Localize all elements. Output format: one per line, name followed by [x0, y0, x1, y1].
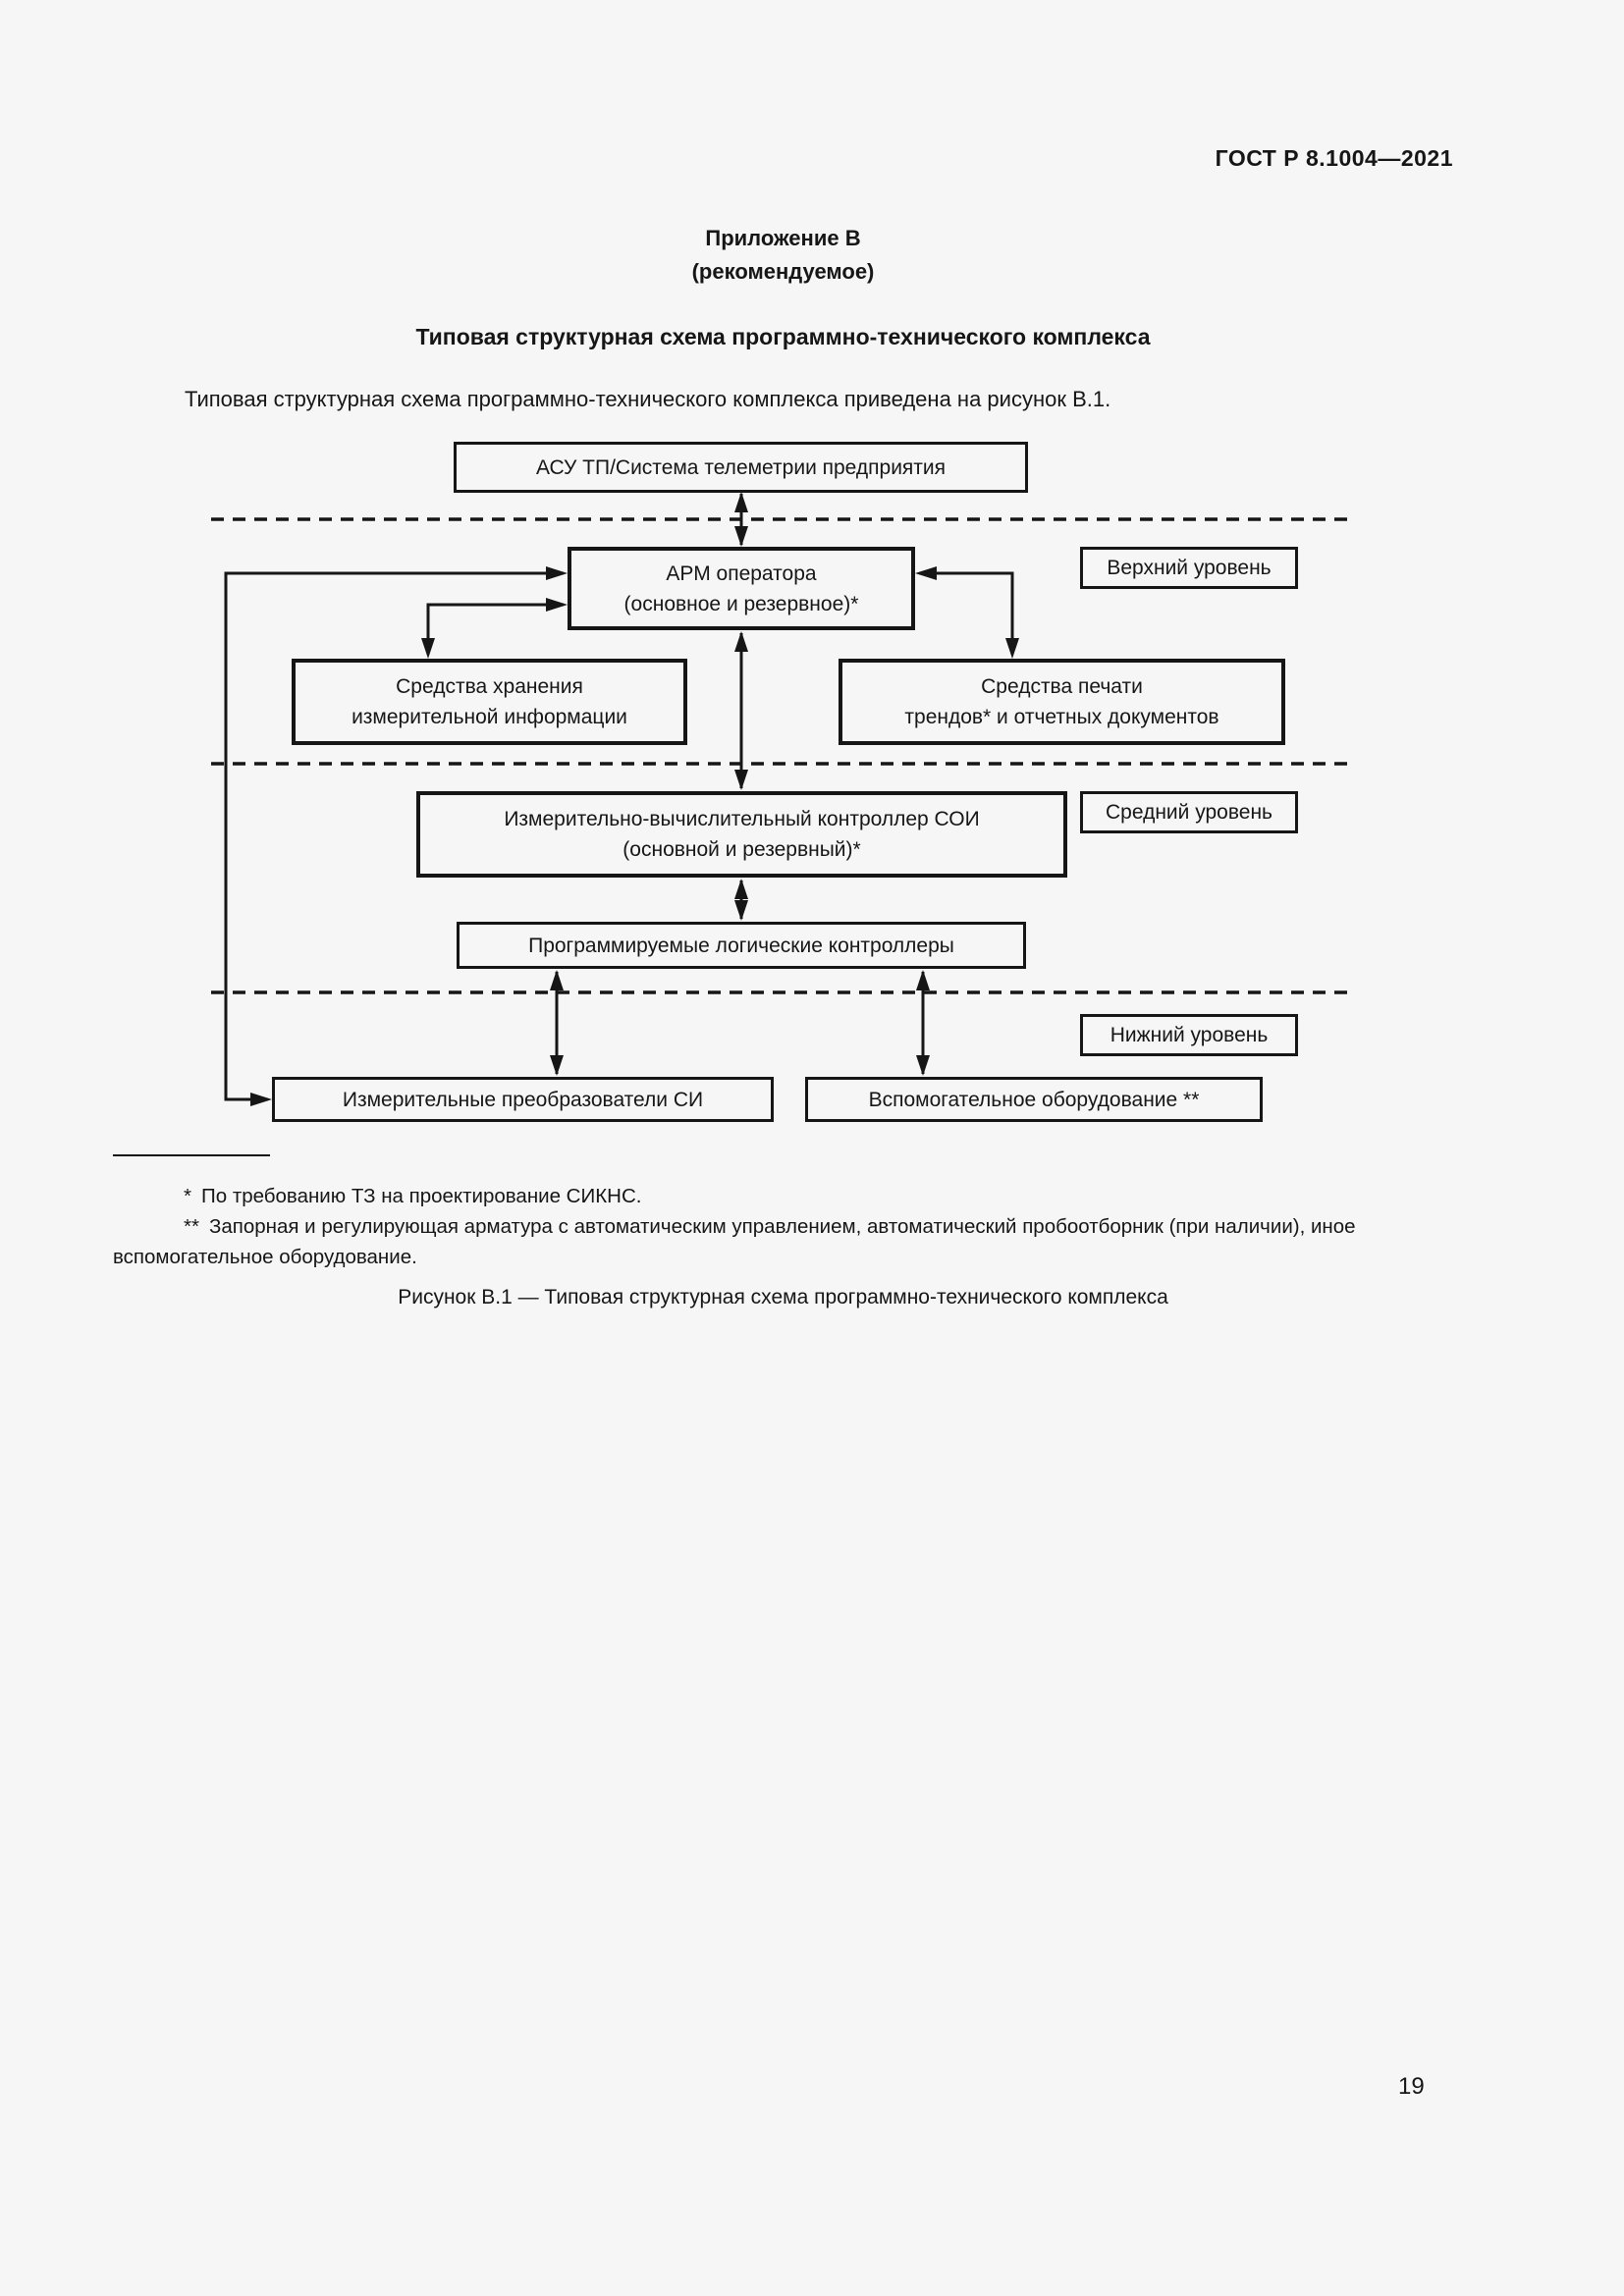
intro-paragraph: Типовая структурная схема программно-тех… [185, 387, 1111, 411]
section-title: Типовая структурная схема программно-тех… [415, 324, 1151, 349]
node-label: измерительной информации [352, 706, 627, 728]
footnote-2: **Запорная и регулирующая арматура с авт… [113, 1211, 1456, 1272]
node-label: Средства хранения [396, 675, 583, 698]
node-label: (основной и резервный)* [623, 838, 861, 861]
footnote-separator [113, 1154, 270, 1156]
figure-caption: Рисунок В.1 — Типовая структурная схема … [398, 1286, 1168, 1308]
footnote-1: * По требованию ТЗ на проектирование СИКН… [113, 1181, 1456, 1211]
node-label: Средства печати [981, 675, 1143, 698]
level-label-text: Средний уровень [1106, 800, 1272, 824]
diagram-node-sensors: Измерительные преобразователи СИ [272, 1077, 774, 1122]
appendix-label: Приложение В [705, 226, 861, 250]
node-label: Программируемые логические контроллеры [528, 934, 954, 957]
node-label: Измерительные преобразователи СИ [342, 1088, 704, 1111]
appendix-kind: (рекомендуемое) [691, 259, 875, 284]
footnote-1-text: По требованию ТЗ на проектирование СИКНС… [200, 1185, 642, 1207]
level-label-upper: Верхний уровень [1080, 547, 1298, 589]
diagram-node-controller-soi: Измерительно-вычислительный контроллер С… [416, 791, 1067, 878]
level-label-lower: Нижний уровень [1080, 1014, 1298, 1056]
footnote-1-marker: * [184, 1185, 191, 1207]
node-label: АСУ ТП/Система телеметрии предприятия [535, 455, 947, 479]
level-label-text: Верхний уровень [1107, 556, 1272, 579]
diagram-node-plc: Программируемые логические контроллеры [457, 922, 1026, 969]
node-label: Измерительно-вычислительный контроллер С… [504, 808, 980, 830]
diagram-node-arm-operator: АРМ оператора (основное и резервное)* [568, 547, 915, 630]
diagram-node-asu-tp: АСУ ТП/Система телеметрии предприятия [454, 442, 1028, 493]
diagram-node-print: Средства печати трендов* и отчетных доку… [839, 659, 1285, 745]
level-label-text: Нижний уровень [1110, 1023, 1269, 1046]
level-label-middle: Средний уровень [1080, 791, 1298, 833]
doc-header: ГОСТ Р 8.1004—2021 [1215, 145, 1453, 171]
page-number: 19 [1398, 2073, 1425, 2100]
footnote-2-marker: ** [184, 1215, 199, 1238]
node-label: Вспомогательное оборудование ** [868, 1088, 1200, 1111]
node-label: АРМ оператора [666, 561, 817, 585]
footnote-2-text: Запорная и регулирующая арматура с автом… [113, 1215, 1356, 1268]
node-label: (основное и резервное)* [623, 592, 859, 615]
node-label: трендов* и отчетных документов [904, 706, 1219, 728]
diagram-node-storage: Средства хранения измерительной информац… [292, 659, 687, 745]
diagram-node-aux-equipment: Вспомогательное оборудование ** [805, 1077, 1263, 1122]
